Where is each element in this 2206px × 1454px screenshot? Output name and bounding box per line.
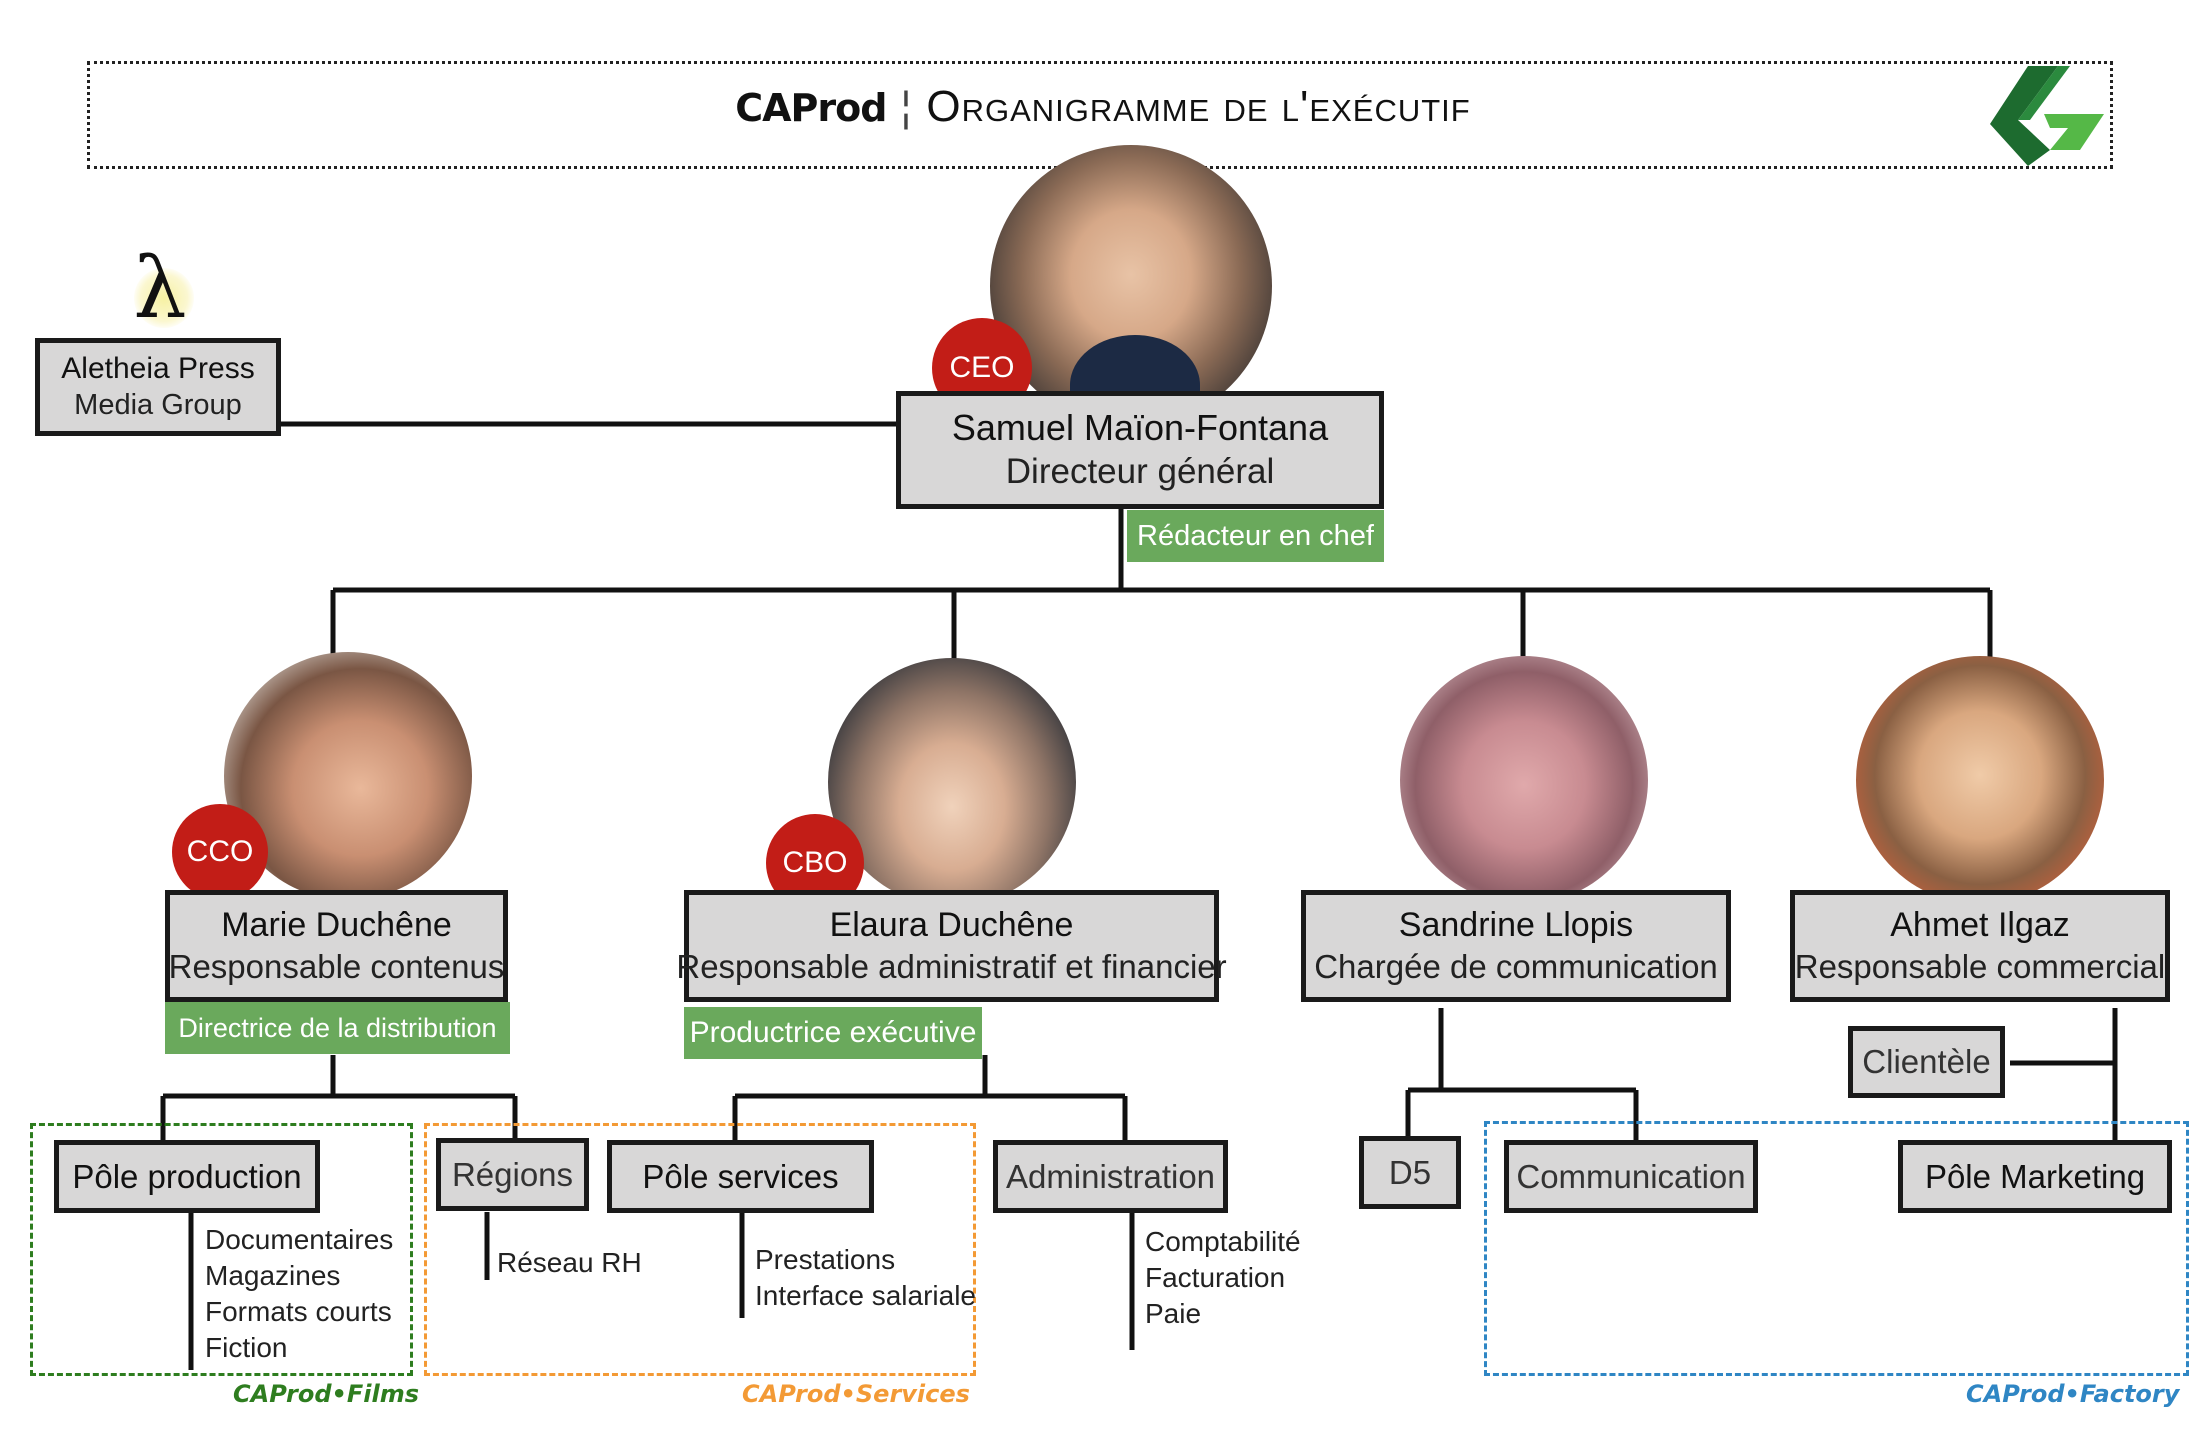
unit-services: Pôle services [607, 1140, 874, 1213]
page-title: CAProd ¦ Organigramme de l'exécutif [0, 82, 2206, 132]
cbo-box: Elaura Duchêne Responsable administratif… [676, 890, 1227, 1002]
services-list: Prestations Interface salariale [755, 1242, 976, 1314]
unit-communication-label: Communication [1516, 1157, 1746, 1195]
comm-name: Sandrine Llopis [1398, 906, 1634, 944]
unit-administration-label: Administration [1005, 1157, 1216, 1195]
press-name: Aletheia Press [61, 352, 255, 385]
lambda-symbol: λ [133, 239, 187, 337]
ceo-name: Samuel Maïon-Fontana [951, 407, 1329, 448]
cco-extra-role: Directrice de la distribution [165, 1002, 510, 1054]
unit-regions: Régions [436, 1138, 589, 1211]
list-item: Interface salariale [755, 1280, 977, 1311]
zone-services [424, 1123, 976, 1376]
ceo-photo [990, 145, 1272, 427]
administration-list: Comptabilité Facturation Paie [1145, 1224, 1301, 1332]
zone-films-label: CAProd•Films [233, 1380, 420, 1408]
brand-name: CAProd [735, 86, 887, 130]
list-item: Magazines [205, 1260, 341, 1291]
cco-badge: CCO [172, 804, 268, 900]
ceo-role: Directeur général [1005, 452, 1275, 491]
unit-production-label: Pôle production [72, 1157, 302, 1195]
cbo-role: Responsable administratif et financier [676, 948, 1227, 985]
cbo-extra-role: Productrice exécutive [684, 1007, 982, 1059]
press-subtitle: Media Group [74, 389, 242, 421]
caprod-logo-icon [1990, 66, 2104, 166]
zone-services-label: CAProd•Services [742, 1380, 970, 1408]
zone-factory [1484, 1121, 2189, 1376]
sales-name: Ahmet Ilgaz [1890, 906, 2070, 944]
comm-role: Chargée de communication [1314, 948, 1718, 985]
production-list: Documentaires Magazines Formats courts F… [205, 1222, 393, 1366]
list-item: Comptabilité [1145, 1226, 1301, 1257]
unit-regions-label: Régions [451, 1155, 574, 1193]
list-item: Prestations [755, 1244, 896, 1275]
ceo-extra-role: Rédacteur en chef [1127, 510, 1384, 562]
list-item: Paie [1145, 1298, 1202, 1329]
cco-name: Marie Duchêne [221, 906, 452, 944]
unit-marketing: Pôle Marketing [1898, 1140, 2172, 1213]
cco-box: Marie Duchêne Responsable contenus [165, 890, 508, 1002]
unit-services-label: Pôle services [642, 1157, 839, 1195]
sales-box: Ahmet Ilgaz Responsable commercial [1790, 890, 2170, 1002]
unit-clientele-label: Clientèle [1862, 1043, 1991, 1080]
list-item: Documentaires [205, 1224, 394, 1255]
ceo-box: Samuel Maïon-Fontana Directeur général [896, 391, 1384, 509]
sales-role: Responsable commercial [1794, 948, 2166, 985]
unit-d5-label: D5 [1388, 1153, 1432, 1191]
unit-administration: Administration [993, 1140, 1228, 1213]
zone-films [30, 1123, 413, 1376]
cbo-photo [828, 658, 1076, 906]
list-item: Fiction [205, 1332, 288, 1363]
zone-factory-label: CAProd•Factory [1966, 1380, 2180, 1408]
sales-photo [1856, 656, 2104, 904]
unit-communication: Communication [1504, 1140, 1758, 1213]
title-separator: ¦ [900, 83, 913, 130]
unit-production: Pôle production [54, 1140, 320, 1213]
comm-box: Sandrine Llopis Chargée de communication [1301, 890, 1731, 1002]
comm-photo [1400, 656, 1648, 904]
title-text: Organigramme de l'exécutif [926, 82, 1471, 131]
cco-role: Responsable contenus [168, 948, 505, 985]
cbo-name: Elaura Duchêne [829, 906, 1074, 944]
list-item: Formats courts [205, 1296, 392, 1327]
list-item: Facturation [1145, 1262, 1286, 1293]
unit-marketing-label: Pôle Marketing [1924, 1157, 2146, 1195]
unit-clientele: Clientèle [1848, 1026, 2005, 1098]
list-item: Réseau RH [497, 1247, 642, 1278]
aletheia-press-box: Aletheia Press Media Group [35, 338, 281, 436]
lambda-icon: λ [112, 236, 208, 340]
regions-list: Réseau RH [497, 1245, 642, 1281]
unit-d5: D5 [1359, 1136, 1461, 1209]
